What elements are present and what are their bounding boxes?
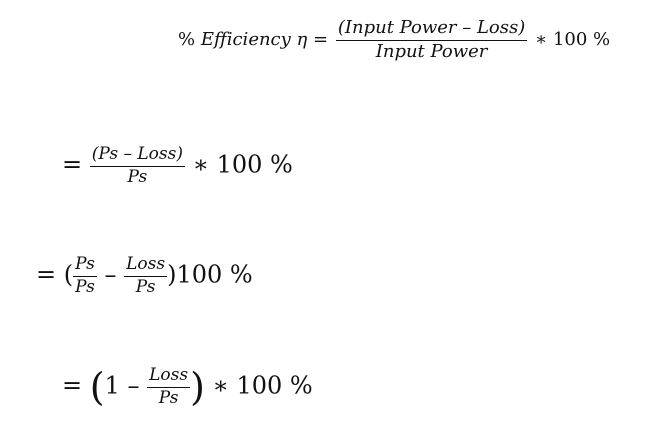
fraction-denominator: Ps	[75, 276, 95, 297]
fraction-numerator: Loss	[147, 365, 191, 388]
fraction-numerator: (Ps – Loss)	[89, 144, 186, 167]
equals-sign: =	[62, 150, 90, 179]
open-paren: (	[89, 365, 105, 409]
fraction-numerator: Loss	[124, 254, 168, 277]
efficiency-ps-equation: = (Ps – Loss)Ps ∗ 100 %	[62, 144, 293, 187]
fraction-denominator: Ps	[127, 166, 148, 187]
equals-sign: =	[62, 371, 90, 400]
minus-sign: –	[96, 260, 125, 289]
fraction-denominator: Ps	[158, 387, 179, 408]
fraction-denominator: Ps	[135, 276, 156, 297]
fraction-numerator: (Input Power – Loss)	[335, 17, 528, 41]
efficiency-definition-equation: % Efficiency η = (Input Power – Loss)Inp…	[178, 17, 611, 62]
one-minus: 1 –	[104, 371, 148, 400]
times-100-percent: ∗ 100 %	[529, 29, 611, 51]
equals-open-paren: = (	[36, 260, 74, 289]
times-100-percent: ∗ 100 %	[204, 371, 313, 400]
ps-loss-fraction: (Ps – Loss)Ps	[89, 144, 186, 187]
equals-sign: =	[307, 29, 334, 51]
times-100-percent: ∗ 100 %	[185, 150, 293, 179]
efficiency-fraction: (Input Power – Loss)Input Power	[335, 17, 528, 62]
efficiency-label: Efficiency η	[200, 29, 308, 51]
fraction-numerator: Ps	[73, 254, 97, 277]
fraction-denominator: Input Power	[375, 40, 488, 62]
close-paren-100-percent: )100 %	[167, 260, 253, 289]
close-paren: )	[190, 365, 205, 409]
percent-sign: %	[178, 29, 201, 51]
